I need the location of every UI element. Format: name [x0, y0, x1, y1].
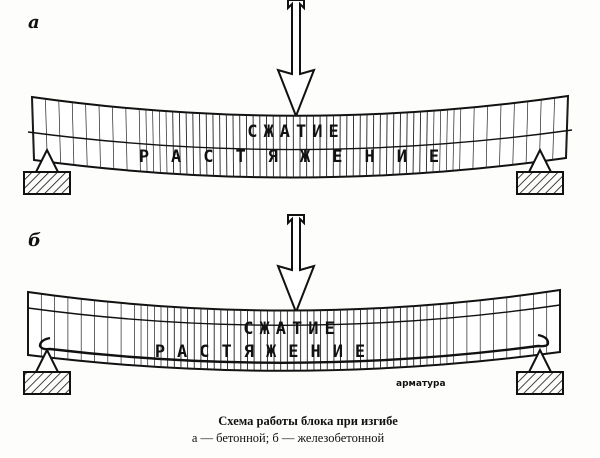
panel-a-section-line: [432, 110, 435, 173]
panel-a-section-line: [445, 109, 448, 172]
panel-a-section-line: [366, 114, 368, 177]
panel-a-section-line: [405, 112, 408, 175]
panel-a-section-line: [58, 100, 61, 164]
panel-a-section-line: [158, 110, 161, 173]
panel-a-section-line: [452, 109, 455, 171]
panel-a-section-line: [412, 112, 415, 174]
panel-a-section-line: [472, 107, 475, 170]
panel-b-neutral-axis: [27, 304, 561, 326]
panel-a-section-line: [138, 109, 141, 172]
panel-a-section-line: [372, 114, 375, 176]
panel-b-support-base: [516, 371, 564, 395]
panel-a-section-line: [552, 97, 555, 160]
panel-a-section-line: [205, 113, 208, 176]
panel-a-section-line: [525, 101, 529, 164]
panel-a-section-line: [185, 112, 188, 175]
panel-b-rebar: [38, 333, 550, 364]
panel-a-compression-label: СЖАТИЕ: [247, 122, 344, 142]
panel-a-section-line: [145, 109, 148, 172]
panel-a-section-line: [439, 110, 442, 172]
panel-a-section-line: [178, 112, 181, 175]
panel-a-section-line: [425, 111, 428, 173]
panel-b-compression-label: СЖАТИЕ: [243, 319, 340, 339]
panel-a-section-line: [512, 103, 515, 165]
panel-a-load-arrow: [276, 0, 316, 119]
panel-a-tension-label: РАСТЯЖЕНИЕ: [139, 147, 461, 167]
panel-a-support-base: [516, 171, 564, 195]
panel-b-support-base: [23, 371, 71, 395]
panel-a-section-line: [125, 107, 128, 171]
panel-a-section-line: [399, 112, 401, 175]
panel-a-section-line: [165, 111, 168, 174]
caption-title: Схема работы блока при изгибе: [218, 414, 398, 428]
caption-subtitle: а — бетонной; б — железобетонной: [191, 431, 385, 445]
panel-a-section-line: [199, 113, 201, 176]
panel-a-section-line: [98, 105, 101, 168]
panel-a-section-line: [565, 95, 569, 159]
panel-a-section-line: [31, 96, 35, 161]
panel-a-section-line: [419, 111, 422, 174]
panel-a-section-line: [386, 113, 388, 176]
panel-a-section-line: [499, 104, 502, 167]
panel-a-section-line: [459, 108, 462, 171]
panel-b-load-arrow: [276, 214, 316, 315]
panel-a-section-line: [485, 105, 488, 168]
panel-a-section-line: [232, 114, 234, 177]
panel-a-section-line: [219, 114, 221, 177]
panel-a-section-line: [225, 114, 228, 177]
panel-a-section-line: [152, 110, 155, 173]
panel-a-section-line: [212, 113, 214, 176]
panel-a-section-line: [85, 103, 88, 167]
panel-a-label: а: [28, 12, 40, 33]
panel-b-tension-label: РАСТЯЖЕНИЕ: [155, 342, 377, 362]
panel-a-section-line: [379, 113, 381, 176]
rebar-label: арматура: [396, 379, 446, 389]
panel-a-section-line: [71, 102, 75, 165]
panel-b-label: б: [28, 230, 41, 251]
panel-a-section-line: [192, 112, 195, 175]
panel-a-section-line: [112, 106, 115, 170]
panel-a-support-base: [23, 171, 71, 195]
panel-a-section-line: [172, 111, 175, 174]
panel-a-section-line: [392, 113, 395, 175]
panel-a-neutral-axis: [27, 129, 573, 151]
